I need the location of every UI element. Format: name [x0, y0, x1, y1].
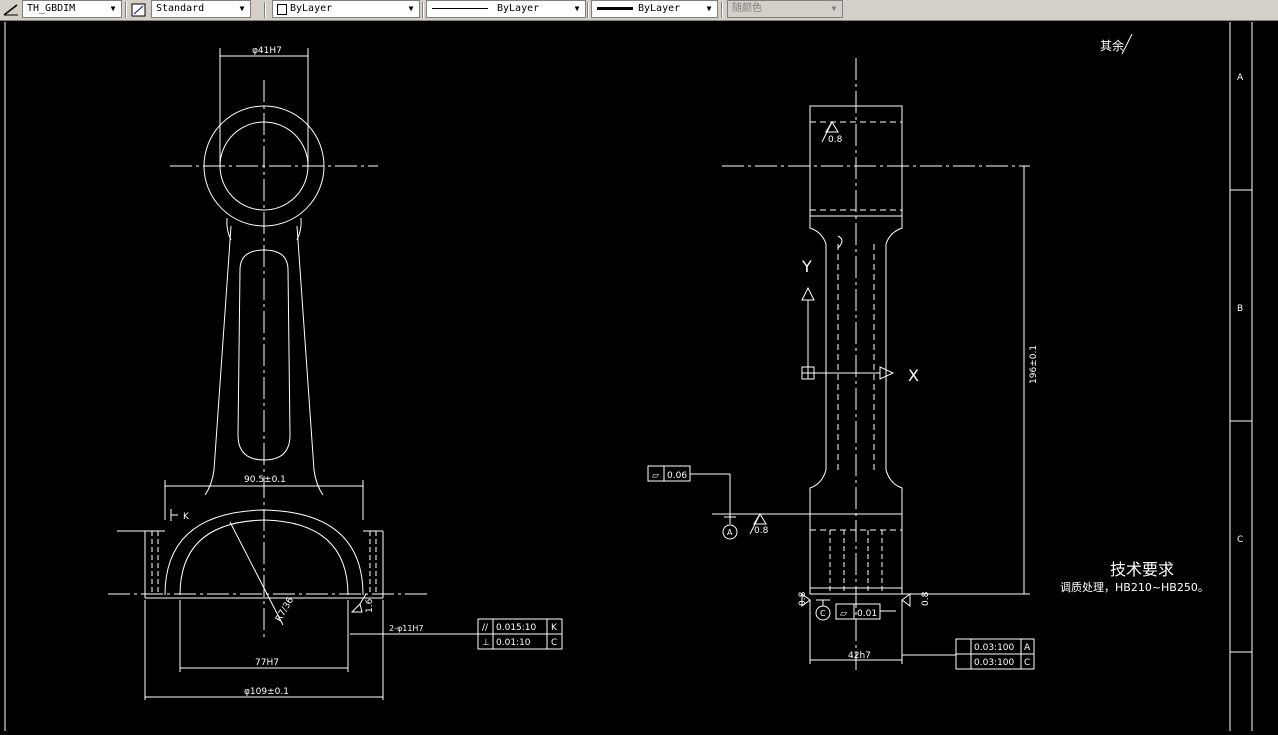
dimstyle-value: TH_GBDIM — [27, 3, 76, 14]
rod-front-view — [108, 48, 563, 700]
border-zone-a: A — [1237, 73, 1244, 83]
roughness-mid: 0.8 — [754, 526, 769, 536]
roughness-top: 0.8 — [828, 135, 843, 145]
linetype-value: ByLayer — [497, 3, 540, 14]
flatness-symbol-2: ▱ — [840, 609, 847, 619]
rod-side-view — [647, 33, 1133, 670]
linetype-select[interactable]: ByLayer ▼ — [426, 0, 586, 18]
dim-holes: 2-φ11H7 — [389, 624, 424, 633]
tol-c-symbol: ⊥ — [482, 638, 490, 648]
chevron-down-icon: ▼ — [239, 4, 245, 13]
datum-k: K — [183, 512, 190, 522]
tech-req-note: 调质处理，HB210~HB250。 — [1060, 581, 1209, 594]
tol-a-value: 0.03:100 — [974, 643, 1015, 653]
axis-y-label: Y — [801, 257, 812, 276]
plotstyle-value: 随颜色 — [732, 3, 762, 14]
tol-c-ref: C — [551, 638, 557, 648]
lineweight-sample — [597, 7, 633, 10]
dim-length: 196±0.1 — [1029, 345, 1039, 384]
dim-radius: R7/36 — [274, 596, 296, 624]
tol-a-ref: A — [1024, 643, 1031, 653]
tol-c2-ref: C — [1024, 658, 1030, 668]
border-zone-b: B — [1237, 304, 1243, 314]
roughness-other: 其余 — [1100, 38, 1124, 53]
chevron-down-icon: ▼ — [831, 4, 837, 13]
drawing-canvas[interactable]: φ41H7 90.5±0.1 77H7 φ109±0.1 R7/36 2-φ11… — [0, 21, 1278, 731]
border-zone-c: C — [1237, 535, 1243, 545]
dim-bore: 77H7 — [255, 658, 279, 668]
roughness-right: 0.8 — [921, 591, 931, 606]
chevron-down-icon: ▼ — [408, 4, 414, 13]
layer-color-select[interactable]: ByLayer ▼ — [272, 0, 420, 18]
textstyle-icon — [131, 2, 147, 17]
dim-thickness: 42h7 — [848, 651, 871, 661]
chevron-down-icon: ▼ — [574, 4, 580, 13]
chevron-down-icon: ▼ — [706, 4, 712, 13]
roughness-1-6: 1.6 — [365, 598, 375, 613]
dim-overall: φ109±0.1 — [244, 687, 289, 697]
chevron-down-icon: ▼ — [110, 4, 116, 13]
flatness-value: 0.06 — [667, 471, 687, 481]
linetype-sample — [432, 8, 488, 9]
textstyle-value: Standard — [156, 3, 205, 14]
tol-k-symbol: // — [482, 623, 489, 633]
dim-top-bore: φ41H7 — [252, 46, 282, 56]
datum-c: C — [820, 609, 826, 618]
layer-value: ByLayer — [290, 3, 333, 14]
tol-k-ref: K — [551, 623, 558, 633]
flatness-symbol: ▱ — [652, 471, 659, 481]
lineweight-value: ByLayer — [638, 3, 681, 14]
roughness-left: 0.8 — [798, 591, 808, 606]
tol-c-value: 0.01:10 — [496, 638, 531, 648]
flatness-value-2: 0.01 — [857, 609, 877, 619]
lineweight-select[interactable]: ByLayer ▼ — [591, 0, 718, 18]
plotstyle-select[interactable]: 随颜色 ▼ — [727, 0, 843, 18]
axis-x-label: X — [908, 366, 919, 385]
tech-req-title: 技术要求 — [1110, 560, 1174, 579]
color-swatch-icon — [277, 4, 287, 15]
datum-a: A — [727, 528, 733, 537]
dimstyle-select[interactable]: TH_GBDIM ▼ — [22, 0, 122, 18]
drawing-svg: φ41H7 90.5±0.1 77H7 φ109±0.1 R7/36 2-φ11… — [4, 22, 1253, 731]
textstyle-select[interactable]: Standard ▼ — [151, 0, 251, 18]
tol-c2-value: 0.03:100 — [974, 658, 1015, 668]
dimstyle-icon — [3, 2, 19, 16]
properties-toolbar: TH_GBDIM ▼ Standard ▼ ByLayer ▼ ByLayer … — [0, 0, 1278, 21]
dim-width: 90.5±0.1 — [244, 475, 286, 485]
tol-k-value: 0.015:10 — [496, 623, 537, 633]
